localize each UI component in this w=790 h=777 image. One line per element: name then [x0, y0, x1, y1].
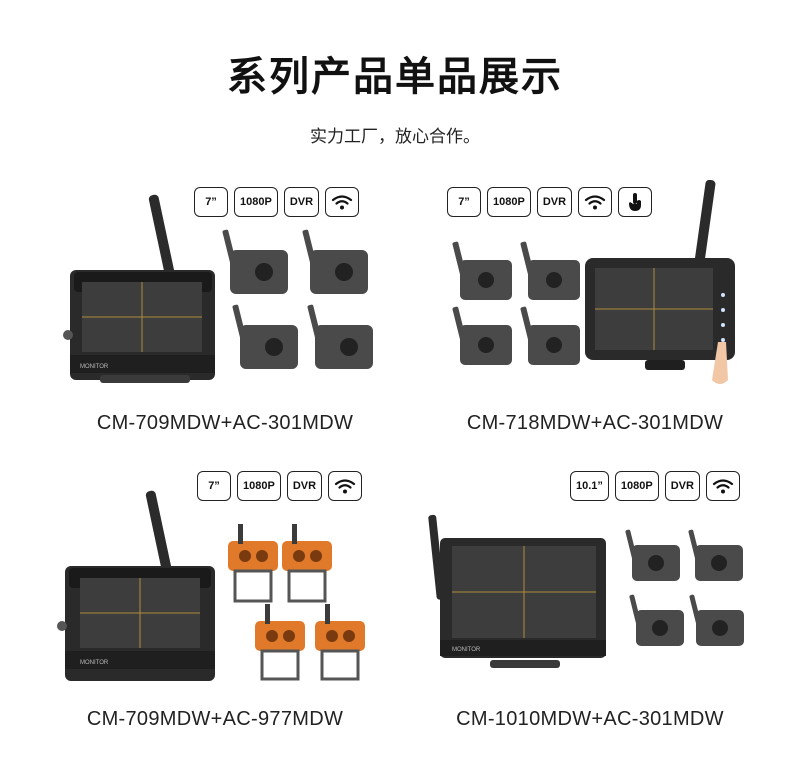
screen-size-badge: 7”: [197, 471, 231, 501]
product-card-2[interactable]: 7” 1080P DVR CM-718MDW+AC-301MDW: [430, 180, 760, 450]
feature-badges: 7” 1080P DVR: [197, 471, 363, 501]
product-model: CM-709MDW+AC-977MDW: [86, 708, 344, 730]
resolution-badge: 1080P: [234, 187, 278, 217]
monitor-camera-kit-illustration: MONITOR: [428, 514, 744, 668]
screen-size-badge: 7”: [447, 187, 481, 217]
resolution-badge: 1080P: [614, 471, 659, 501]
page-title: 系列产品单品展示: [227, 54, 563, 100]
monitor-label: MONITOR: [80, 660, 109, 666]
product-model: CM-718MDW+AC-301MDW: [466, 412, 724, 434]
dvr-badge: DVR: [283, 187, 320, 217]
monitor-label: MONITOR: [80, 364, 109, 370]
monitor-camera-kit-illustration: MONITOR: [57, 490, 365, 681]
dvr-badge: DVR: [664, 471, 700, 501]
resolution-badge: 1080P: [237, 471, 281, 501]
feature-badges: 7” 1080P DVR: [447, 187, 653, 217]
product-card-1[interactable]: 7” 1080P DVR MONITOR CM-709MDW+AC-301MDW: [60, 180, 390, 450]
feature-badges: 7” 1080P DVR: [194, 187, 360, 217]
screen-size-badge: 10.1”: [570, 471, 609, 501]
monitor-label: MONITOR: [452, 647, 481, 653]
screen-size-badge: 7”: [194, 187, 228, 217]
monitor-camera-kit-illustration: [452, 180, 735, 384]
wifi-icon: [325, 187, 360, 217]
resolution-badge: 1080P: [487, 187, 531, 217]
feature-badges: 10.1” 1080P DVR: [570, 471, 740, 501]
touch-icon: [618, 187, 653, 217]
wifi-icon: [328, 471, 363, 501]
page-subtitle: 实力工厂，放心合作。: [310, 127, 480, 147]
dvr-badge: DVR: [536, 187, 573, 217]
wifi-icon: [578, 187, 613, 217]
product-card-4[interactable]: 10.1” 1080P DVR MONITOR CM-1010MDW+AC-30…: [410, 468, 770, 738]
dvr-badge: DVR: [286, 471, 323, 501]
product-model: CM-709MDW+AC-301MDW: [96, 412, 354, 434]
wifi-icon: [705, 471, 740, 501]
product-card-3[interactable]: 7” 1080P DVR MONITOR CM-709MDW+AC-977MD: [40, 468, 390, 738]
product-model: CM-1010MDW+AC-301MDW: [456, 708, 724, 730]
monitor-camera-kit-illustration: MONITOR: [63, 194, 373, 383]
